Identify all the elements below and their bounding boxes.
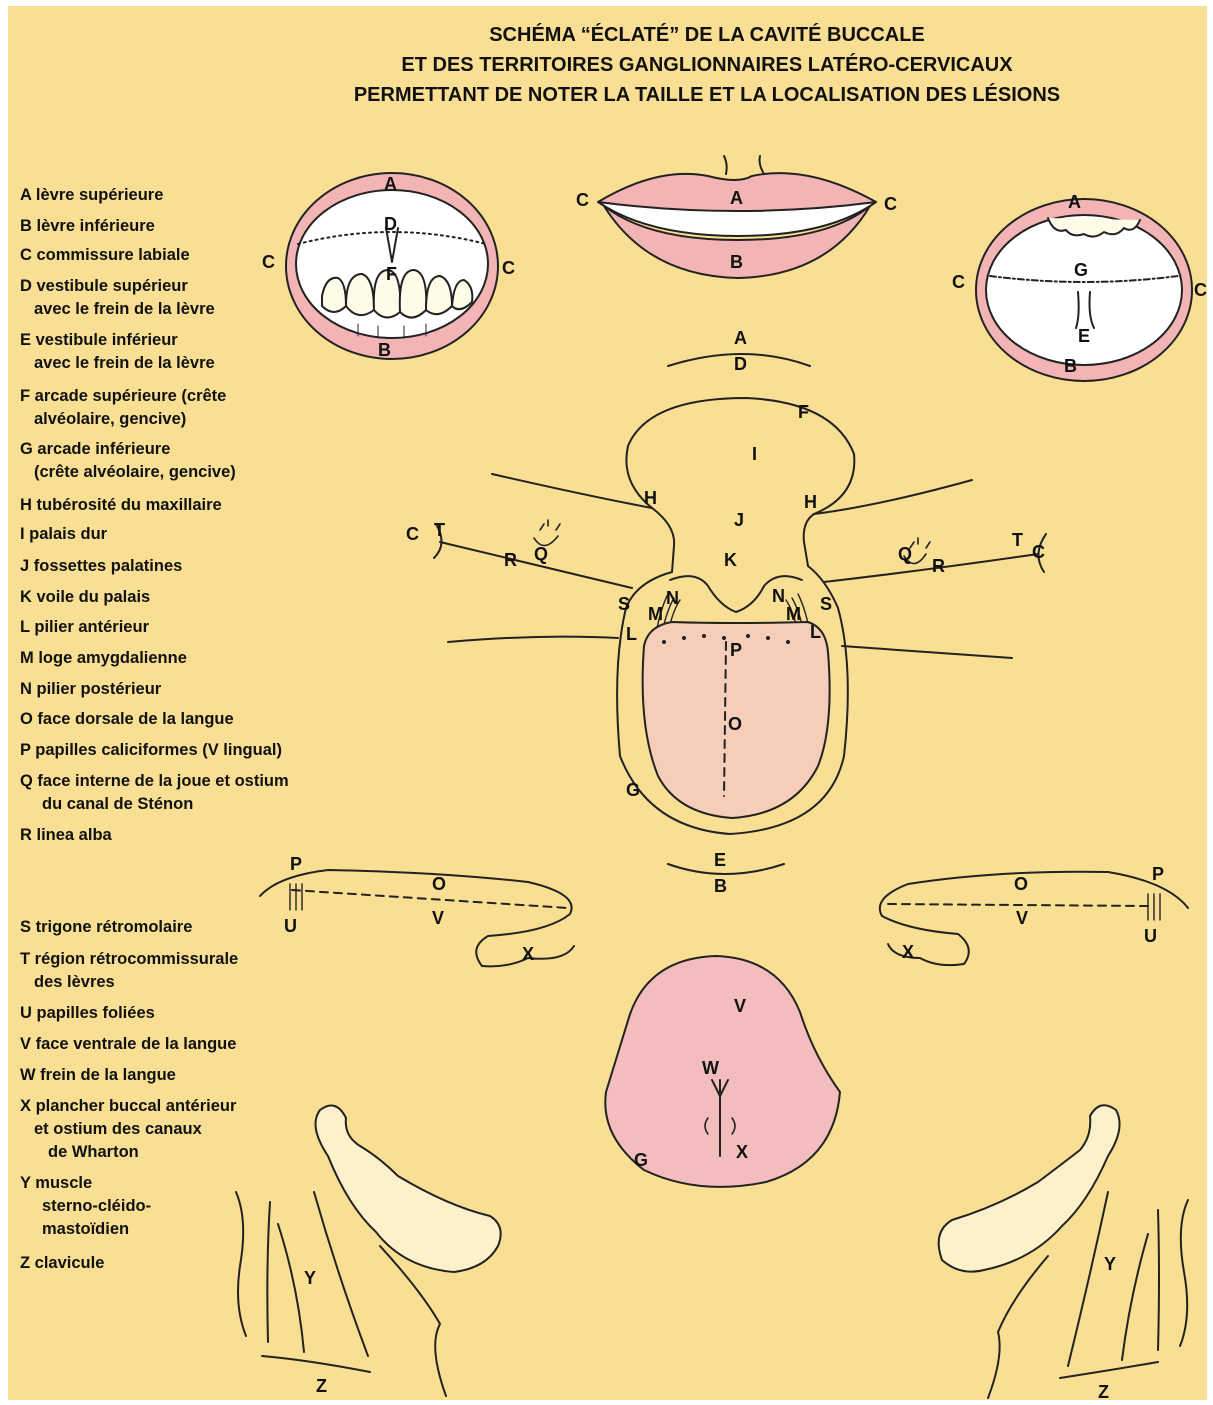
label-d-arc: D <box>734 354 747 374</box>
neck-left <box>236 1106 501 1397</box>
foliate-papillae-left <box>290 884 302 910</box>
cheek-line-upper-right <box>814 480 972 514</box>
label-p-lat-left: P <box>290 854 302 874</box>
label-r-left: R <box>504 550 517 570</box>
label-s-left: S <box>618 594 630 614</box>
label-i: I <box>752 444 757 464</box>
open-mouth-lower-view <box>976 199 1192 381</box>
philtrum-lines <box>724 156 764 174</box>
label-f-tl: F <box>386 264 397 284</box>
label-g-tr: G <box>1074 260 1088 280</box>
label-e-tr: E <box>1078 326 1090 346</box>
label-e-arc: E <box>714 850 726 870</box>
label-t-right: T <box>1012 530 1023 550</box>
label-t-left: T <box>434 520 445 540</box>
label-x-lat-right: X <box>902 942 914 962</box>
label-l-right: L <box>810 622 821 642</box>
palate-outline <box>626 398 854 514</box>
label-b-tr: B <box>1064 356 1077 376</box>
neck-right <box>939 1105 1188 1398</box>
label-p-lat-right: P <box>1152 864 1164 884</box>
label-n-right: N <box>772 586 785 606</box>
scm-right-edge <box>1068 1192 1108 1366</box>
label-k: K <box>724 550 737 570</box>
label-a-tl: A <box>384 174 397 194</box>
label-c-tl-left: C <box>262 252 275 272</box>
label-b-tc: B <box>730 252 743 272</box>
label-v-ventral: V <box>734 996 746 1016</box>
label-x-ventral: X <box>736 1142 748 1162</box>
label-o-lat-right: O <box>1014 874 1028 894</box>
cheek-line-lower-left <box>448 637 618 642</box>
foliate-papillae-right <box>1148 894 1160 920</box>
label-c-tc-right: C <box>884 194 897 214</box>
label-c-mid-left: C <box>406 524 419 544</box>
lateral-left-dashed <box>292 890 568 908</box>
label-v-lat-right: V <box>1016 908 1028 928</box>
neck-front-right <box>988 1256 1048 1398</box>
label-c-tc-left: C <box>576 190 589 210</box>
clavicle-right <box>1060 1362 1158 1378</box>
label-n-left: N <box>666 588 679 608</box>
diagram-page: SCHÉMA “ÉCLATÉ” DE LA CAVITÉ BUCCALE ET … <box>8 6 1207 1400</box>
label-f-palate: F <box>798 402 809 422</box>
label-c-tl-right: C <box>502 258 515 278</box>
mandible-right <box>939 1105 1120 1271</box>
label-q-right: Q <box>898 544 912 564</box>
neck-contour-left <box>236 1192 246 1336</box>
palate-exploded-view <box>434 398 1046 834</box>
label-v-lat-left: V <box>432 908 444 928</box>
scm-left-edge <box>314 1192 368 1356</box>
scm-left-back <box>267 1202 270 1342</box>
linea-alba-right <box>824 554 1038 582</box>
label-a-tc: A <box>730 188 743 208</box>
label-b-arc: B <box>714 876 727 896</box>
label-s-right: S <box>820 594 832 614</box>
lateral-right-dashed <box>888 904 1148 906</box>
label-g-ventral: G <box>634 1150 648 1170</box>
label-m-right: M <box>786 604 801 624</box>
scm-left-front <box>278 1224 304 1352</box>
label-d-tl: D <box>384 214 397 234</box>
scm-right-front <box>1122 1234 1148 1360</box>
label-o-dorsal: O <box>728 714 742 734</box>
label-z-left: Z <box>316 1376 327 1396</box>
label-y-left: Y <box>304 1268 316 1288</box>
mandible-left <box>316 1106 501 1273</box>
label-c-tr-right: C <box>1194 280 1207 300</box>
label-g-floor: G <box>626 780 640 800</box>
label-h-left: H <box>644 488 657 508</box>
label-x-lat-left: X <box>522 944 534 964</box>
label-a-arc: A <box>734 328 747 348</box>
label-y-right: Y <box>1104 1254 1116 1274</box>
tongue-lateral-right-outline <box>880 872 1188 965</box>
label-q-left: Q <box>534 544 548 564</box>
stenon-ostium-left <box>534 520 560 546</box>
cheek-line-upper-left <box>492 474 652 508</box>
label-r-right: R <box>932 556 945 576</box>
label-a-tr: A <box>1068 192 1081 212</box>
scm-right-back <box>1158 1210 1159 1350</box>
label-h-right: H <box>804 492 817 512</box>
label-b-tl: B <box>378 340 391 360</box>
label-c-mid-right: C <box>1032 542 1045 562</box>
label-w: W <box>702 1058 719 1078</box>
label-o-lat-left: O <box>432 874 446 894</box>
neck-contour-right <box>1180 1200 1188 1346</box>
label-c-tr-left: C <box>952 272 965 292</box>
tongue-lateral-right <box>880 872 1188 965</box>
label-l-left: L <box>626 624 637 644</box>
label-m-left: M <box>648 604 663 624</box>
anatomy-drawing: A D F C C B A C C B A C G C E B A D F I … <box>8 6 1207 1400</box>
label-p-dorsal: P <box>730 640 742 660</box>
label-z-right: Z <box>1098 1382 1109 1400</box>
clavicle-left <box>262 1356 370 1372</box>
label-j: J <box>734 510 744 530</box>
cheek-line-lower-right <box>842 646 1012 658</box>
label-u-lat-left: U <box>284 916 297 936</box>
label-u-lat-right: U <box>1144 926 1157 946</box>
